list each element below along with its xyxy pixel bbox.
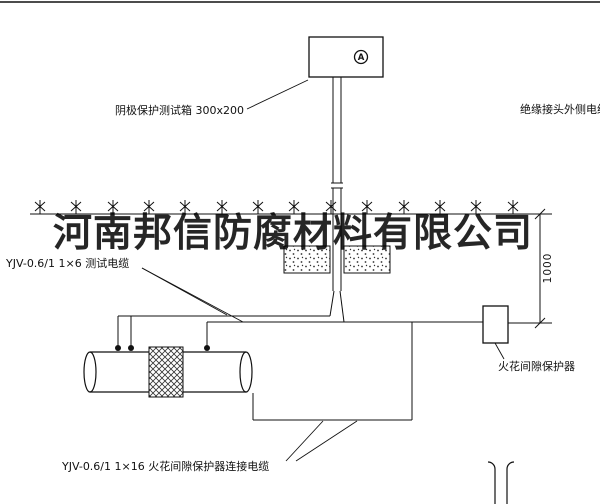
spark-gap-leader	[494, 342, 505, 360]
ammeter-symbol: A	[358, 53, 365, 63]
connection-cable-leader-2	[295, 420, 358, 462]
dimension-line	[508, 208, 552, 329]
spark-gap-protector-box	[482, 305, 509, 344]
depth-dimension-text: 1000	[542, 253, 554, 284]
cable-runs	[117, 290, 483, 421]
outer-cable-label: 绝缘接头外侧电缆	[520, 102, 600, 116]
spark-gap-label: 火花间隙保护器	[498, 359, 575, 373]
connection-cable-leader-1	[285, 420, 324, 462]
cable-connection-dots	[115, 345, 210, 351]
insulating-joint-sleeve	[148, 346, 184, 398]
test-cable-leader-2	[141, 267, 244, 323]
riser-conduit	[331, 77, 343, 291]
concrete-anchor-blocks	[283, 245, 391, 274]
test-box	[308, 36, 384, 78]
watermark: 河南邦信防腐材料有限公司	[53, 210, 533, 256]
leader-lines	[141, 79, 505, 462]
connection-cable-label: YJV-0.6/1 1×16 火花间隙保护器连接电缆	[61, 459, 269, 473]
test-cable-label: YJV-0.6/1 1×6 测试电缆	[5, 257, 129, 270]
pipe-riser-symbol	[487, 461, 515, 504]
test-box-label: 阴极保护测试箱 300x200	[115, 103, 244, 117]
test-box-leader	[246, 79, 309, 110]
ammeter-circle	[353, 49, 369, 65]
